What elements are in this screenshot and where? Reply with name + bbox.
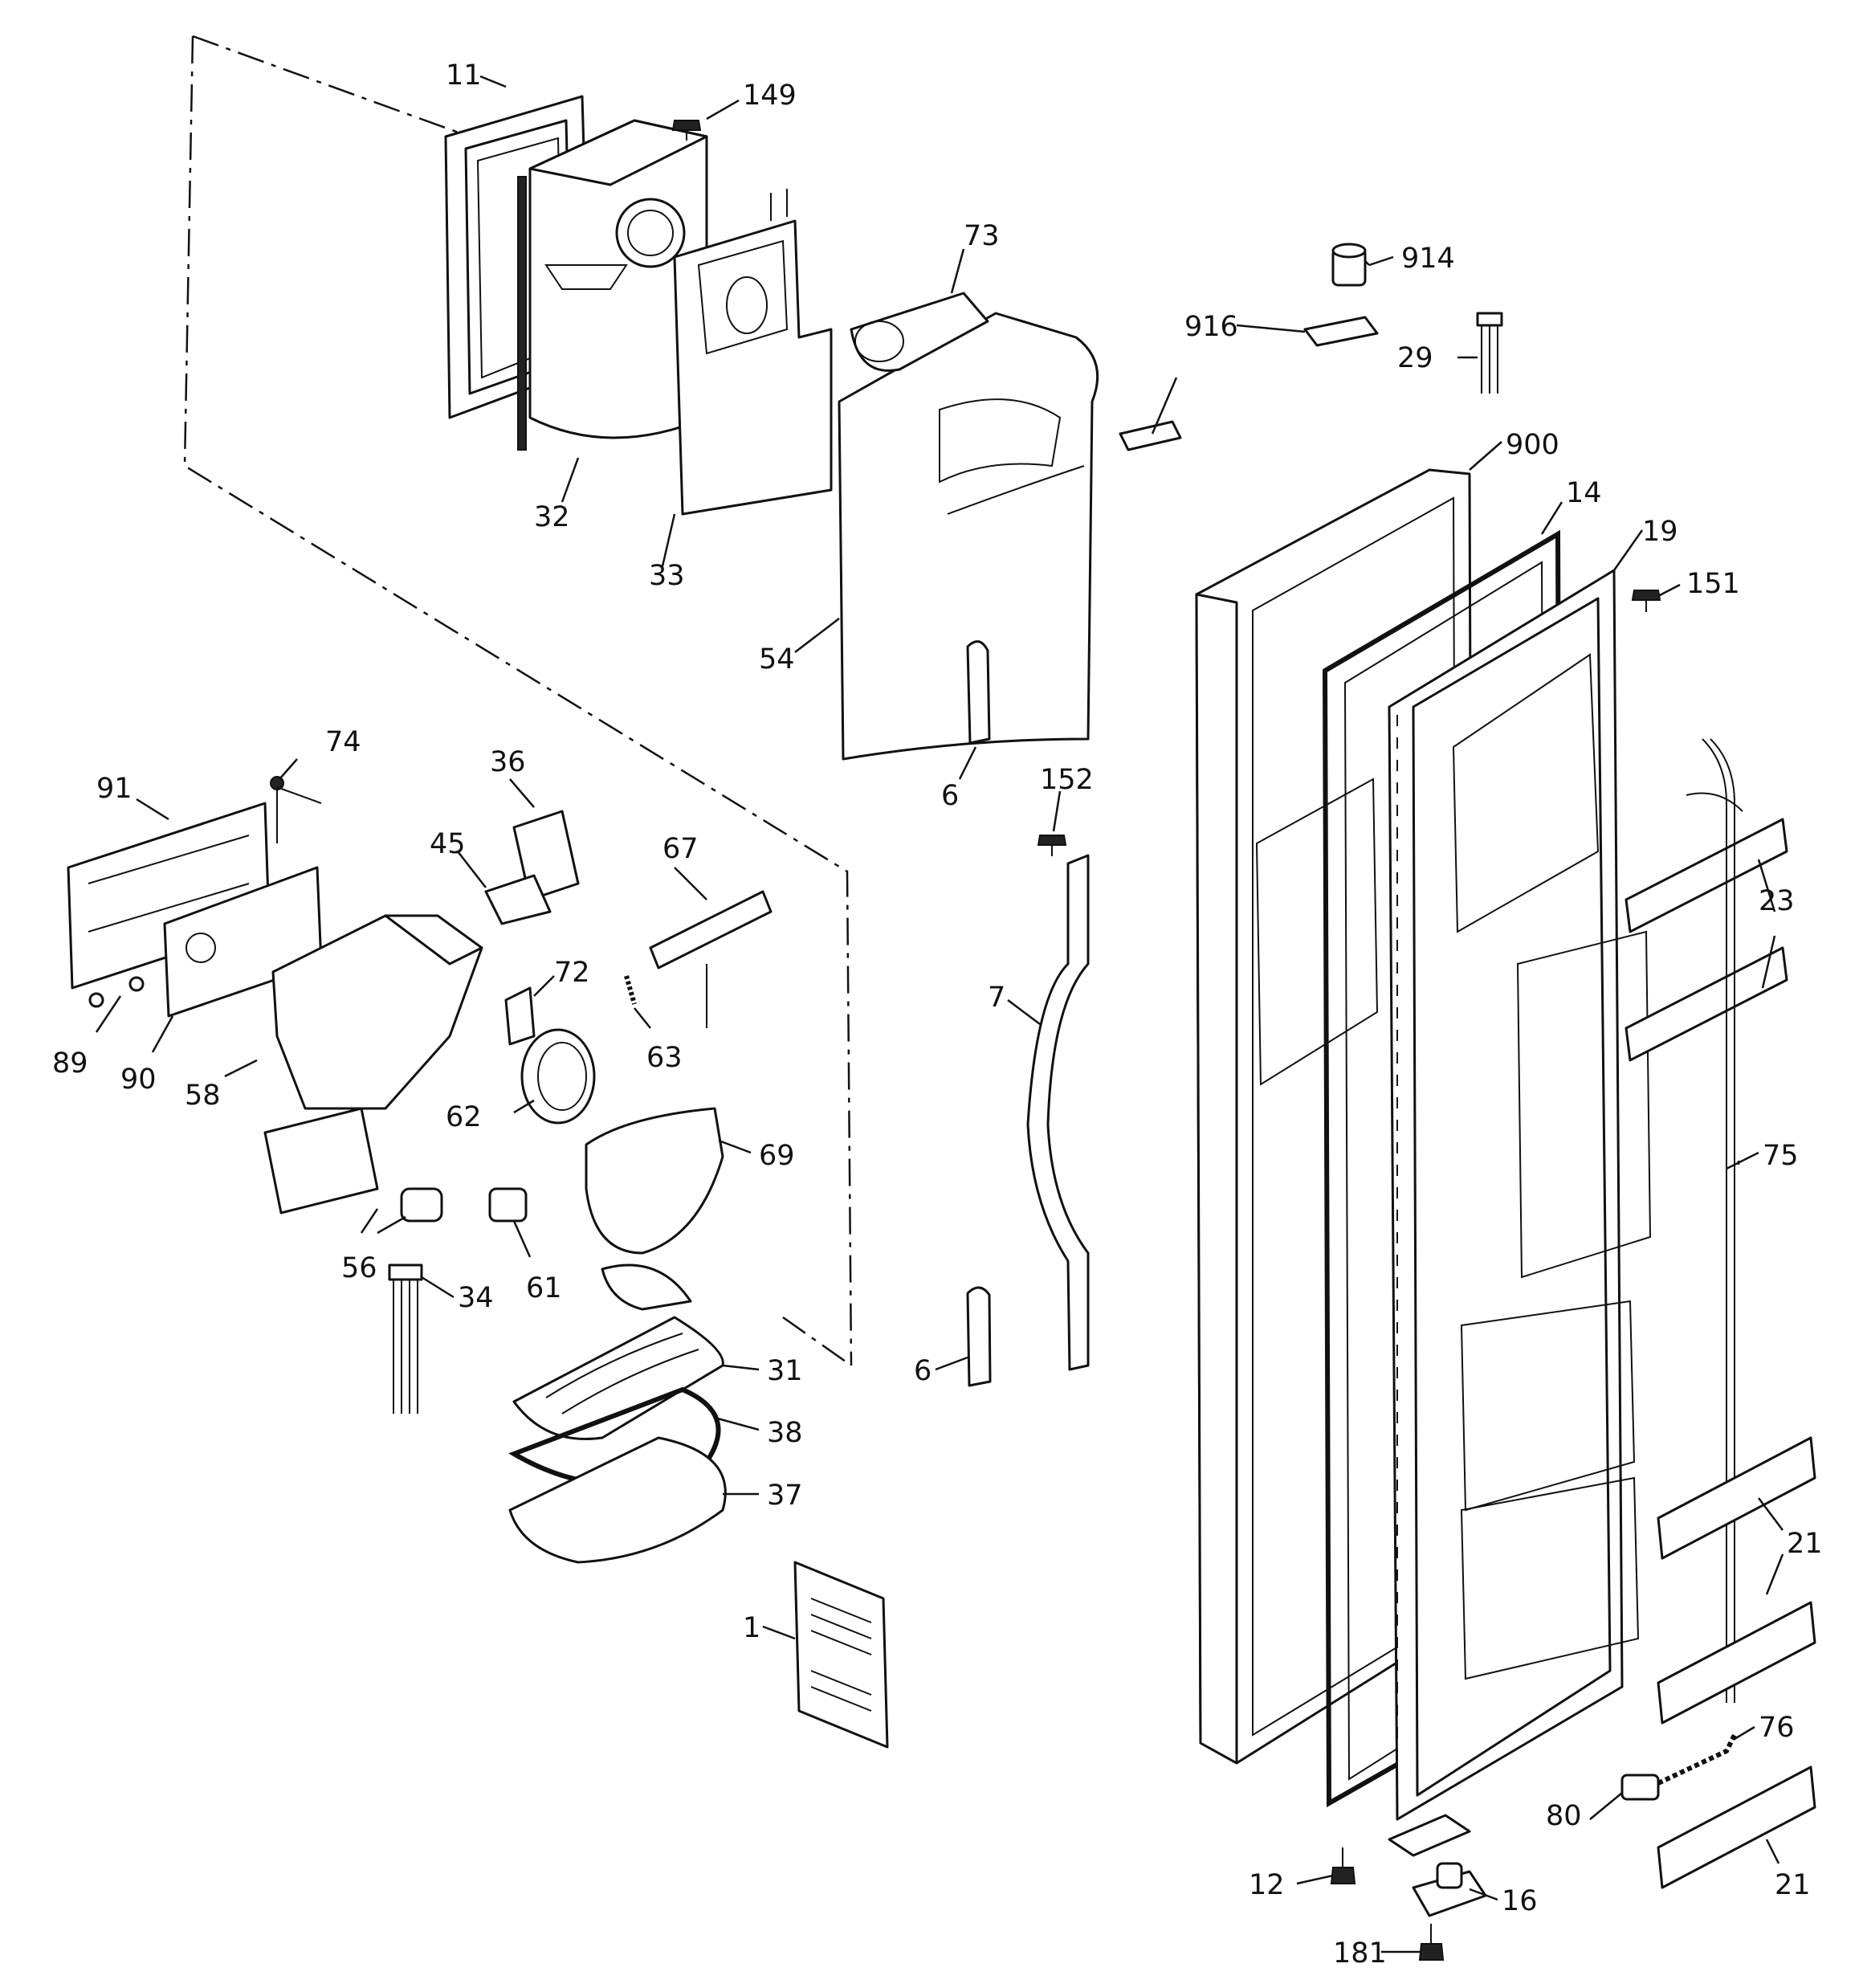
part-152-screw <box>1037 835 1067 856</box>
callout-1: 1 <box>743 1612 760 1644</box>
part-80-fitting <box>1620 1774 1660 1801</box>
part-58-housing <box>271 914 483 1110</box>
part-45-bracket <box>484 874 552 925</box>
callout-6-upper: 6 <box>941 780 959 812</box>
part-33-heater-panel <box>673 189 833 516</box>
callout-80: 80 <box>1546 1800 1582 1832</box>
part-62-ring <box>520 1028 596 1125</box>
callout-67: 67 <box>662 833 699 865</box>
part-914-cap <box>1331 243 1367 287</box>
part-61-coupler <box>488 1187 528 1223</box>
callout-69: 69 <box>759 1140 795 1172</box>
part-76-spring <box>1657 1733 1737 1786</box>
callout-54: 54 <box>759 643 795 676</box>
callout-6-lower: 6 <box>914 1355 932 1387</box>
callout-75: 75 <box>1763 1140 1799 1172</box>
callout-31: 31 <box>767 1355 803 1387</box>
part-181-screw <box>1418 1924 1445 1961</box>
part-54-door-panel <box>838 312 1099 761</box>
part-1-manual <box>793 1561 889 1749</box>
callout-149: 149 <box>743 80 797 112</box>
callout-34: 34 <box>458 1282 494 1314</box>
part-31-grille <box>512 1316 724 1441</box>
part-89-buttons <box>88 976 145 1008</box>
part-21-lower-trims <box>1657 1436 1816 1889</box>
part-6-lower-cover <box>966 1286 992 1387</box>
callout-21-lower: 21 <box>1775 1869 1811 1901</box>
callout-61: 61 <box>526 1272 562 1304</box>
part-19-door-liner <box>1388 569 1652 1821</box>
callout-11: 11 <box>446 59 482 92</box>
callout-58: 58 <box>185 1080 221 1112</box>
part-23-bin-trims <box>1625 818 1788 1062</box>
part-29-wire-harness <box>1476 312 1503 394</box>
callout-37: 37 <box>767 1480 803 1512</box>
callout-38: 38 <box>767 1417 803 1449</box>
callout-72: 72 <box>554 957 590 989</box>
callout-56: 56 <box>341 1252 377 1284</box>
callout-36: 36 <box>490 746 526 778</box>
part-37-drip-tray <box>508 1436 727 1564</box>
callout-45: 45 <box>430 828 466 860</box>
part-73-ice-chute <box>850 292 989 372</box>
callout-63: 63 <box>646 1042 683 1074</box>
dispenser-assembly-boundary <box>183 35 853 1367</box>
callout-16: 16 <box>1502 1885 1538 1917</box>
callout-23: 23 <box>1759 885 1795 917</box>
part-75-tube <box>1686 738 1743 1703</box>
callout-62: 62 <box>446 1101 482 1133</box>
callout-32: 32 <box>534 501 570 533</box>
callout-151: 151 <box>1686 568 1740 600</box>
part-151-screw <box>1631 590 1661 612</box>
part-69-funnel <box>585 1107 724 1311</box>
part-72-switch <box>504 986 536 1046</box>
callout-76: 76 <box>1759 1712 1795 1744</box>
callout-73: 73 <box>964 220 1000 252</box>
part-34-harness <box>388 1263 423 1414</box>
part-12-screw <box>1330 1847 1356 1884</box>
callout-29: 29 <box>1397 342 1433 374</box>
callout-74: 74 <box>325 726 361 758</box>
part-67-lever <box>649 890 773 1028</box>
part-7-handle <box>1026 854 1090 1371</box>
callout-labels: 11 149 73 914 916 29 900 32 33 14 19 151… <box>52 59 1823 1970</box>
leader-lines <box>95 75 1784 1953</box>
callout-152: 152 <box>1040 764 1094 796</box>
callout-90: 90 <box>120 1063 157 1096</box>
part-74-spring <box>270 776 322 843</box>
callout-181: 181 <box>1333 1937 1387 1970</box>
part-56-motor <box>263 1107 443 1223</box>
part-63-spring <box>624 975 637 1005</box>
part-32-dispenser-housing <box>517 119 708 451</box>
callout-19: 19 <box>1642 516 1678 548</box>
callout-33: 33 <box>649 560 685 592</box>
callout-900: 900 <box>1506 429 1559 461</box>
part-16-hinge <box>1388 1814 1487 1917</box>
callout-914: 914 <box>1401 243 1455 275</box>
part-916-plate <box>1119 316 1379 451</box>
callout-91: 91 <box>96 773 132 805</box>
callout-12: 12 <box>1249 1869 1285 1901</box>
callout-14: 14 <box>1566 477 1602 509</box>
callout-21-upper: 21 <box>1787 1528 1823 1560</box>
part-6-upper-cover <box>966 640 991 745</box>
callout-89: 89 <box>52 1047 88 1080</box>
callout-7: 7 <box>988 982 1005 1014</box>
callout-916: 916 <box>1184 311 1238 343</box>
part-149-screw <box>671 120 702 141</box>
